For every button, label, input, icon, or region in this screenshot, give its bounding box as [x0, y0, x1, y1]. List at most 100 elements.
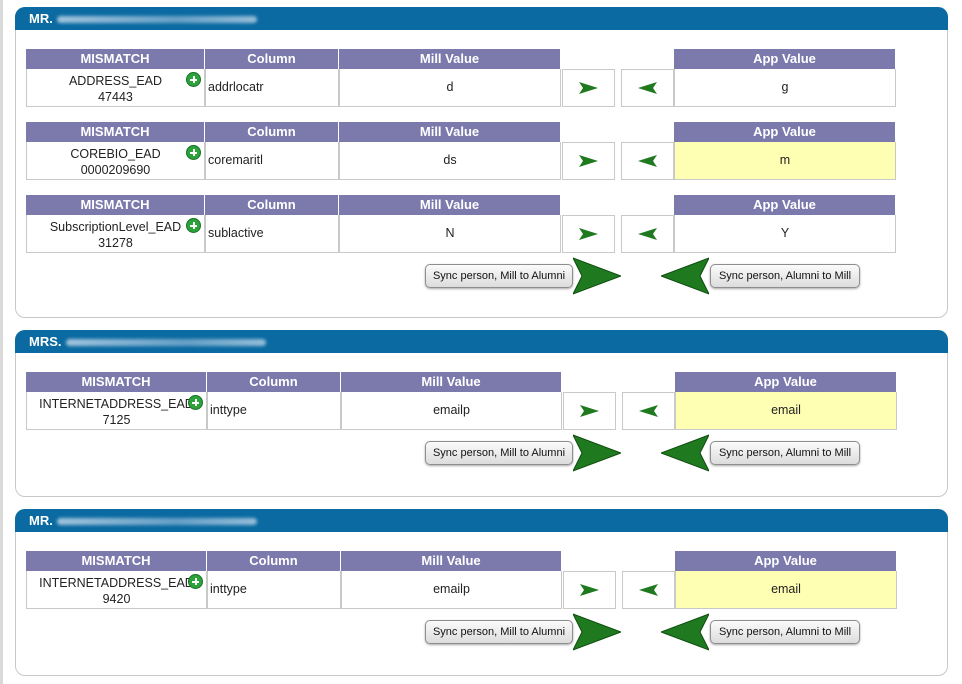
copy-mill-to-app-button[interactable]: [562, 215, 615, 253]
column-name-cell: coremaritl: [205, 142, 339, 180]
mismatch-cell: ADDRESS_EAD 47443: [26, 69, 205, 107]
person-header: MRS.: [15, 330, 948, 353]
arrow-left-icon: [638, 228, 657, 240]
copy-app-to-mill-button[interactable]: [621, 69, 674, 107]
plus-circle-icon[interactable]: [186, 145, 201, 160]
sync-alumni-to-mill-button[interactable]: Sync person, Alumni to Mill: [710, 620, 860, 644]
column-header: Column: [205, 122, 339, 142]
person-salutation: MRS.: [29, 334, 62, 349]
app-value-header: App Value: [674, 195, 896, 215]
app-value-header: App Value: [675, 551, 897, 571]
big-arrow-right-icon: [573, 434, 621, 472]
mismatch-cell: SubscriptionLevel_EAD 31278: [26, 215, 205, 253]
mismatch-field-name: INTERNETADDRESS_EAD: [39, 397, 194, 411]
sync-alumni-to-mill-button[interactable]: Sync person, Alumni to Mill: [710, 264, 860, 288]
app-value-cell: email: [675, 571, 897, 609]
person-salutation: MR.: [29, 11, 53, 26]
column-header: Column: [205, 49, 339, 69]
column-header: Column: [207, 551, 341, 571]
arrow-right-icon: [579, 228, 598, 240]
mill-value-header: Mill Value: [341, 551, 562, 571]
arrow-left-icon: [638, 82, 657, 94]
arrow-right-icon: [579, 82, 598, 94]
mill-value-header: Mill Value: [341, 372, 562, 392]
big-arrow-right-icon: [573, 613, 621, 651]
copy-mill-to-app-button[interactable]: [562, 69, 615, 107]
sync-mill-to-alumni-button[interactable]: Sync person, Mill to Alumni: [425, 620, 573, 644]
app-value-header: App Value: [675, 372, 897, 392]
column-name-cell: sublactive: [205, 215, 339, 253]
person-header: MR.: [15, 509, 948, 532]
mill-value-header: Mill Value: [339, 122, 561, 142]
mismatch-field-name: ADDRESS_EAD: [68, 74, 163, 88]
mill-value-cell: ds: [339, 142, 561, 180]
redacted-person-name: [56, 518, 257, 526]
plus-circle-icon[interactable]: [188, 395, 203, 410]
copy-mill-to-app-button[interactable]: [562, 142, 615, 180]
mismatch-header: MISMATCH: [26, 372, 207, 392]
app-value-cell: g: [674, 69, 896, 107]
mill-value-cell: emailp: [341, 571, 562, 609]
copy-app-to-mill-button[interactable]: [622, 392, 675, 430]
copy-mill-to-app-button[interactable]: [563, 392, 616, 430]
mismatch-field-name: COREBIO_EAD: [70, 147, 161, 161]
mismatch-record-id: 31278: [98, 236, 133, 250]
column-name-cell: addrlocatr: [205, 69, 339, 107]
mismatch-record-id: 47443: [98, 90, 133, 104]
column-header: Column: [205, 195, 339, 215]
mill-value-cell: N: [339, 215, 561, 253]
arrow-left-icon: [639, 405, 658, 417]
mismatch-field-name: INTERNETADDRESS_EAD: [39, 576, 194, 590]
mismatch-header: MISMATCH: [26, 195, 205, 215]
person-salutation: MR.: [29, 513, 53, 528]
copy-app-to-mill-button[interactable]: [621, 142, 674, 180]
mismatch-header: MISMATCH: [26, 122, 205, 142]
mismatch-record-id: 9420: [102, 592, 131, 606]
mill-value-cell: emailp: [341, 392, 562, 430]
big-arrow-left-icon: [661, 613, 709, 651]
mismatch-header: MISMATCH: [26, 551, 207, 571]
sync-alumni-to-mill-button[interactable]: Sync person, Alumni to Mill: [710, 441, 860, 465]
column-header: Column: [207, 372, 341, 392]
copy-mill-to-app-button[interactable]: [563, 571, 616, 609]
copy-app-to-mill-button[interactable]: [621, 215, 674, 253]
column-name-cell: inttype: [207, 392, 341, 430]
sync-mill-to-alumni-button[interactable]: Sync person, Mill to Alumni: [425, 264, 573, 288]
big-arrow-left-icon: [661, 434, 709, 472]
column-name-cell: inttype: [207, 571, 341, 609]
redacted-person-name: [65, 339, 266, 347]
plus-circle-icon[interactable]: [188, 574, 203, 589]
arrow-right-icon: [580, 405, 599, 417]
redacted-person-name: [56, 16, 257, 24]
app-value-cell: email: [675, 392, 897, 430]
mismatch-field-name: SubscriptionLevel_EAD: [49, 220, 182, 234]
page-edge: [0, 0, 3, 684]
mill-value-header: Mill Value: [339, 49, 561, 69]
copy-app-to-mill-button[interactable]: [622, 571, 675, 609]
app-value-header: App Value: [674, 49, 896, 69]
mismatch-cell: INTERNETADDRESS_EAD 9420: [26, 571, 207, 609]
app-value-header: App Value: [674, 122, 896, 142]
plus-circle-icon[interactable]: [186, 72, 201, 87]
arrow-left-icon: [638, 155, 657, 167]
mill-value-header: Mill Value: [339, 195, 561, 215]
app-value-cell: m: [674, 142, 896, 180]
plus-circle-icon[interactable]: [186, 218, 201, 233]
person-header: MR.: [15, 7, 948, 30]
sync-mill-to-alumni-button[interactable]: Sync person, Mill to Alumni: [425, 441, 573, 465]
mill-value-cell: d: [339, 69, 561, 107]
mismatch-header: MISMATCH: [26, 49, 205, 69]
app-value-cell: Y: [674, 215, 896, 253]
big-arrow-right-icon: [573, 257, 621, 295]
arrow-left-icon: [639, 584, 658, 596]
arrow-right-icon: [580, 584, 599, 596]
